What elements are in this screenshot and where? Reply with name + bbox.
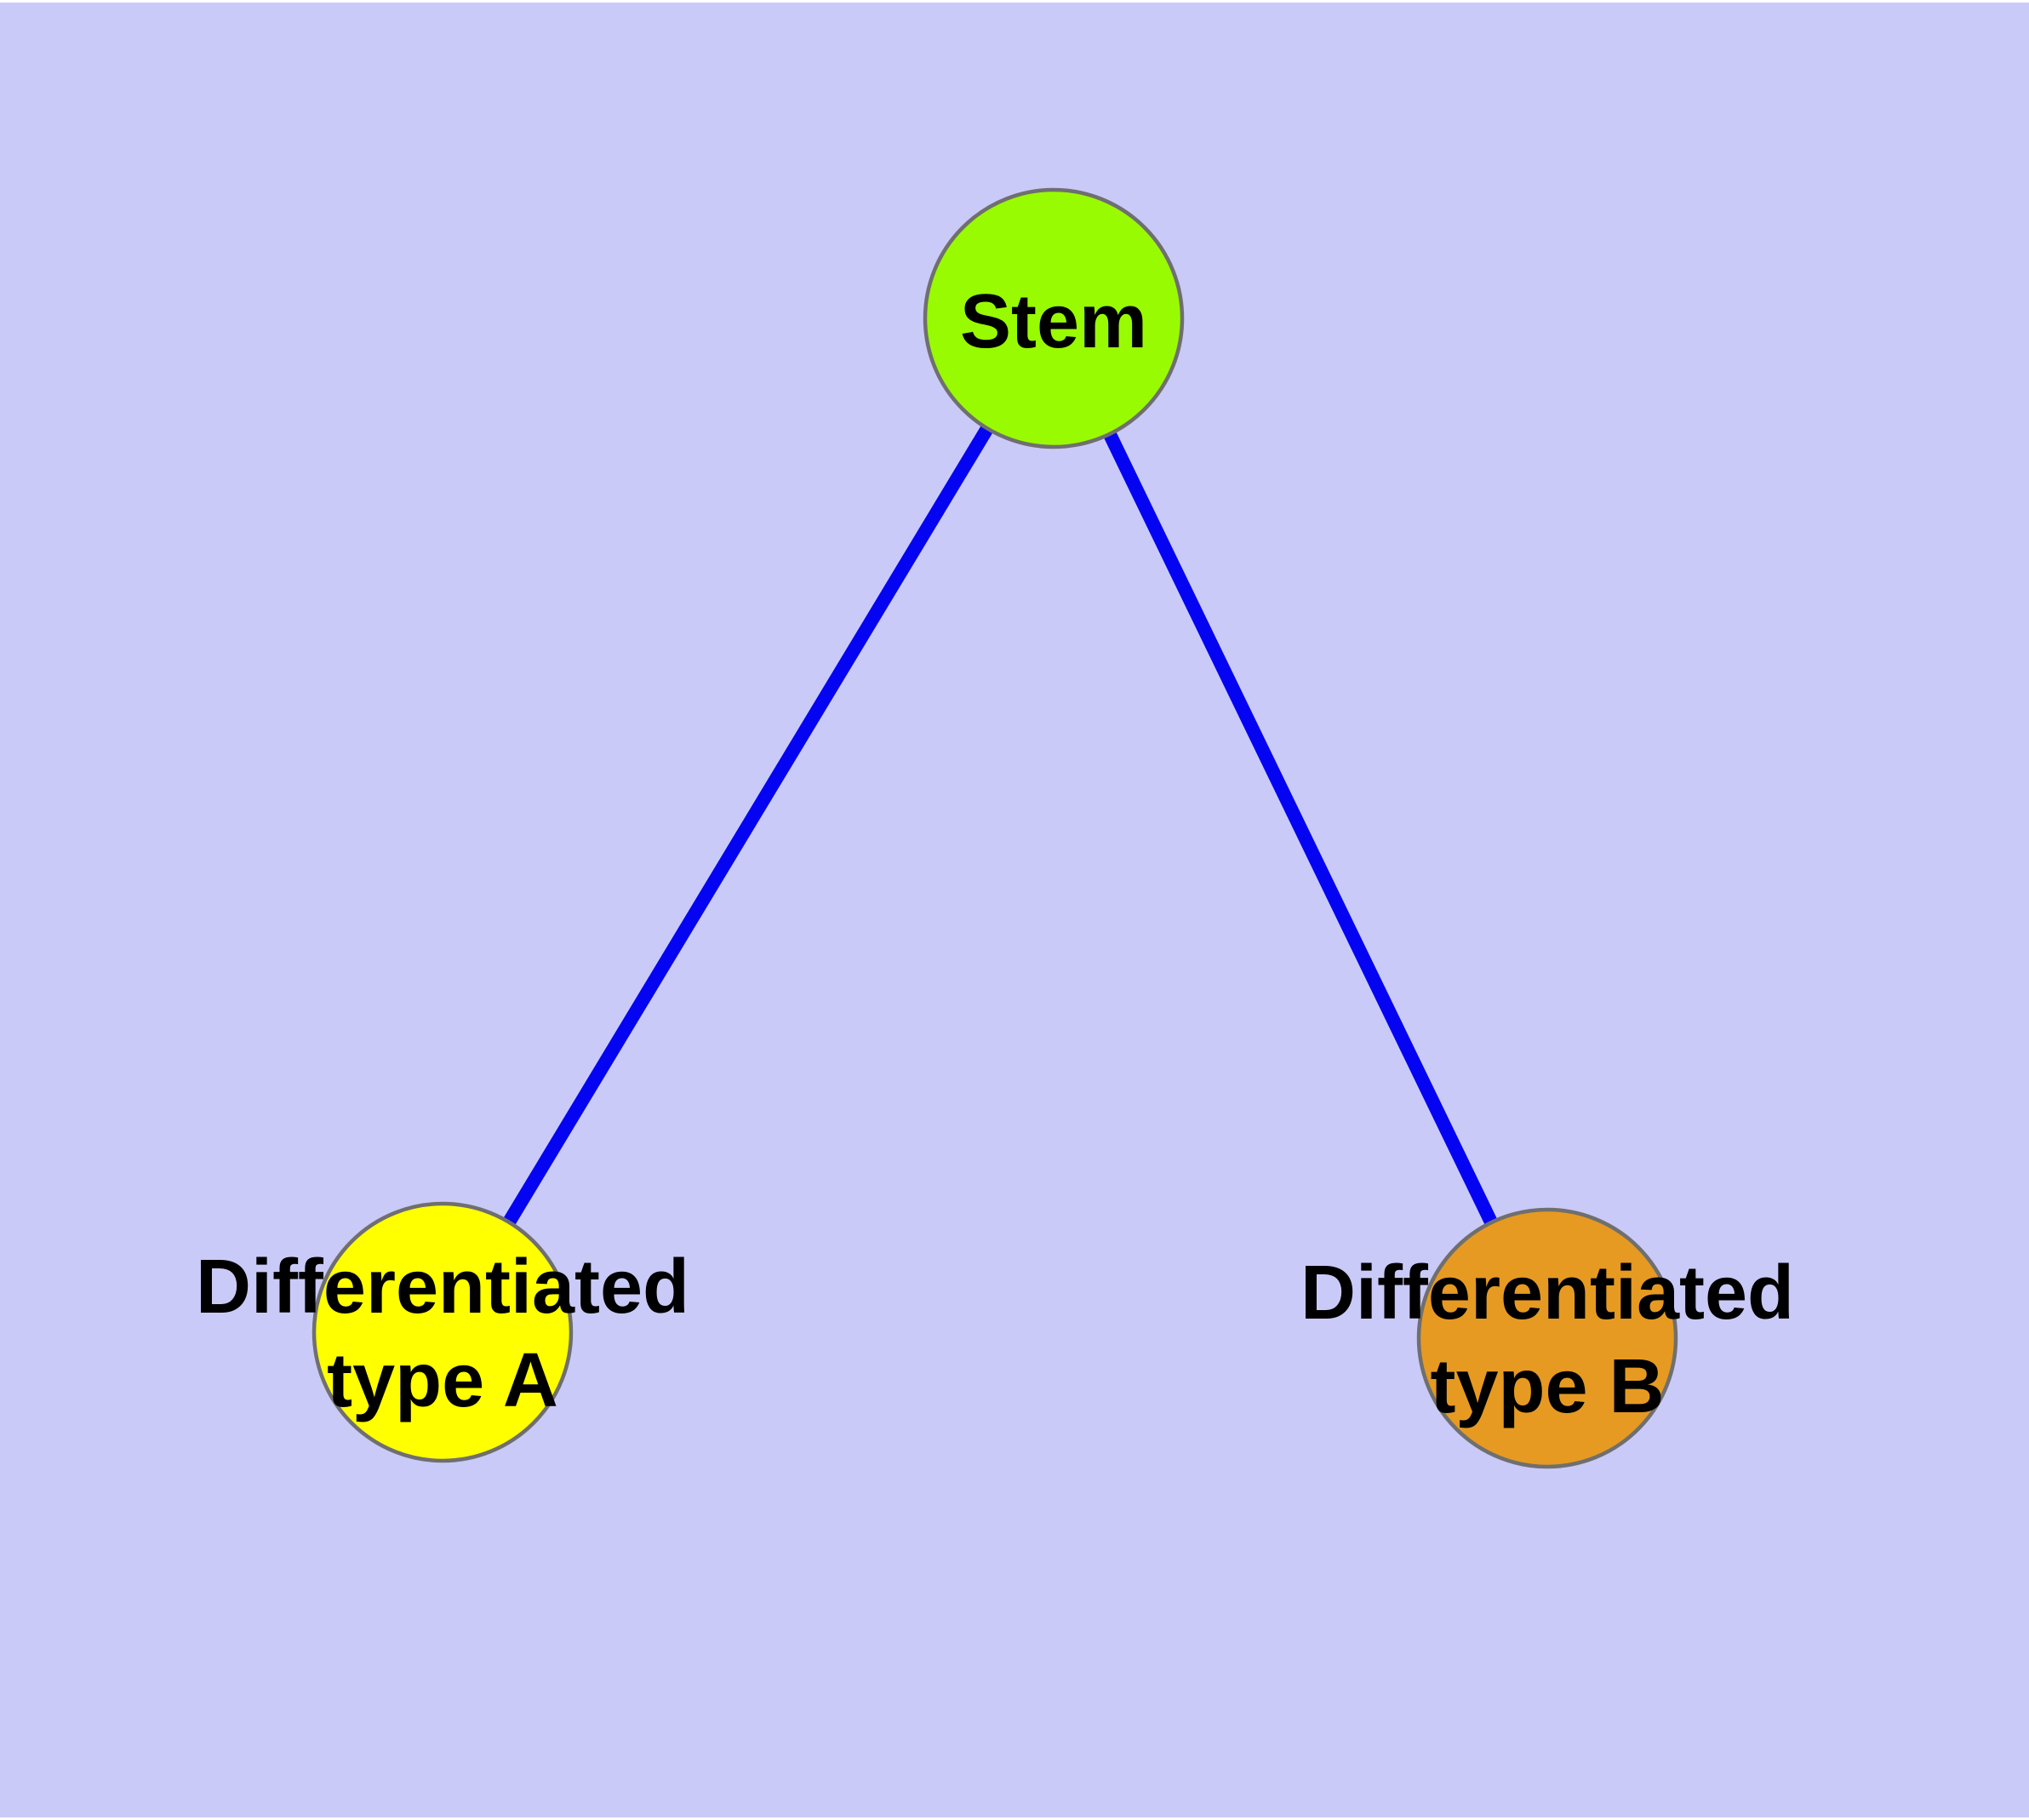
edge-stem-to-type-b <box>1047 315 1554 1342</box>
node-stem-circle <box>923 187 1185 449</box>
node-type-b-label-line-1: Differentiated <box>1300 1251 1794 1336</box>
node-stem-label: Stem <box>960 279 1147 364</box>
edge-stem-to-type-a <box>437 314 1060 1336</box>
node-type-a-label-line-1: Differentiated <box>196 1245 689 1330</box>
node-type-b-label-line-2: type B <box>1430 1344 1664 1429</box>
node-type-b-circle <box>1416 1207 1678 1469</box>
node-type-a-circle <box>311 1201 574 1463</box>
node-type-a-label-line-2: type A <box>327 1338 558 1423</box>
